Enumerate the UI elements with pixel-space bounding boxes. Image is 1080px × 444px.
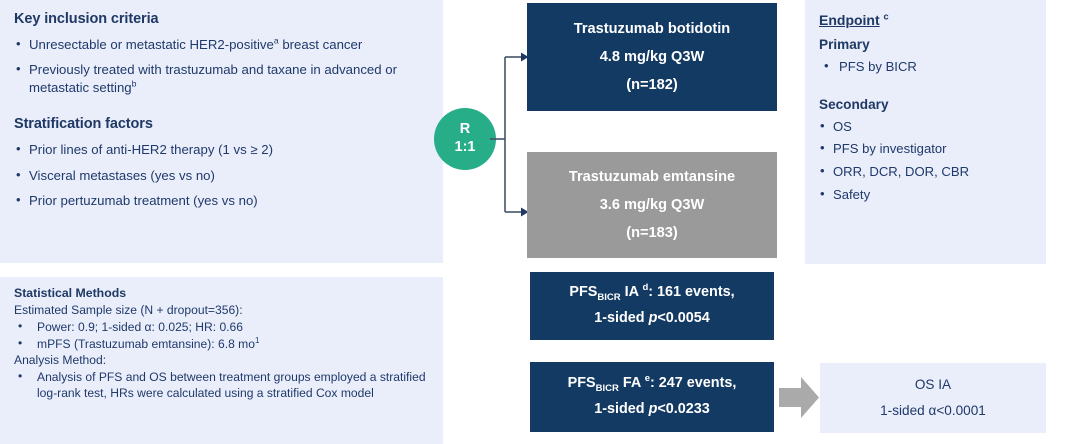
list-item: OS: [819, 118, 1034, 135]
arm-drug-name: Trastuzumab emtansine: [568, 168, 736, 185]
endpoint-heading: Endpoint c: [819, 11, 889, 28]
footnote-marker-a: a: [273, 35, 279, 46]
list-item: mPFS (Trastuzumab emtansine): 6.8 mo1: [12, 335, 431, 352]
list-item: Prior lines of anti-HER2 therapy (1 vs ≥…: [12, 140, 431, 158]
os-ia-value: 1-sided α<0.0001: [880, 403, 986, 418]
stats-analysis-method-line: Analysis Method:: [14, 352, 107, 367]
statistical-methods-panel: Statistical Methods Estimated Sample siz…: [0, 277, 443, 444]
pfs-ia-events-line: PFSBICR IA d: 161 events,: [569, 282, 735, 304]
randomization-connector-lines: [490, 52, 529, 217]
treatment-arm-experimental: Trastuzumab botidotin 4.8 mg/kg Q3W (n=1…: [527, 3, 777, 111]
secondary-endpoint-heading: Secondary: [819, 96, 889, 112]
pfs-bicr-interim-analysis-box: PFSBICR IA d: 161 events, 1-sided p<0.00…: [530, 272, 774, 340]
stats-sample-size-line: Estimated Sample size (N + dropout=356):: [14, 303, 243, 317]
randomization-ratio: 1:1: [454, 139, 476, 155]
pfs-fa-pvalue-line: 1-sided p<0.0233: [594, 401, 710, 417]
randomization-node: R 1:1: [434, 108, 496, 170]
list-item: Visceral metastases (yes vs no): [12, 166, 431, 184]
list-item: PFS by BICR: [819, 58, 1034, 75]
arm-dose: 4.8 mg/kg Q3W: [599, 48, 705, 65]
os-interim-analysis-box: OS IA 1-sided α<0.0001: [820, 363, 1046, 433]
os-ia-title: OS IA: [914, 376, 952, 392]
list-item: Analysis of PFS and OS between treatment…: [12, 369, 431, 401]
list-item: Prior pertuzumab treatment (yes vs no): [12, 191, 431, 209]
pfs-subscript-bicr: BICR: [597, 292, 621, 304]
footnote-marker-b: b: [131, 78, 137, 89]
footnote-marker-d: d: [642, 282, 649, 294]
pfs-ia-pvalue-line: 1-sided p<0.0054: [594, 310, 710, 326]
stats-heading: Statistical Methods: [14, 286, 127, 300]
arm-drug-name: Trastuzumab botidotin: [573, 20, 731, 37]
arm-dose: 3.6 mg/kg Q3W: [599, 196, 705, 213]
endpoints-panel: Endpoint c Primary PFS by BICR Secondary…: [805, 0, 1046, 264]
pfs-bicr-final-analysis-box: PFSBICR FA e: 247 events, 1-sided p<0.02…: [530, 362, 774, 432]
secondary-endpoint-list: OS PFS by investigator ORR, DCR, DOR, CB…: [819, 118, 1034, 203]
stats-analysis-list: Analysis of PFS and OS between treatment…: [12, 369, 431, 401]
list-item: Previously treated with trastuzumab and …: [12, 60, 431, 96]
reference-marker-1: 1: [254, 335, 260, 345]
primary-endpoint-list: PFS by BICR: [819, 58, 1034, 75]
stratification-list: Prior lines of anti-HER2 therapy (1 vs ≥…: [12, 140, 431, 209]
pfs-fa-events-line: PFSBICR FA e: 247 events,: [567, 373, 737, 395]
treatment-arm-control: Trastuzumab emtansine 3.6 mg/kg Q3W (n=1…: [527, 152, 777, 258]
arm-sample-size: (n=182): [626, 77, 678, 94]
list-item: PFS by investigator: [819, 140, 1034, 157]
list-item: Unresectable or metastatic HER2-positive…: [12, 35, 431, 53]
list-item: Safety: [819, 186, 1034, 203]
list-item: ORR, DCR, DOR, CBR: [819, 163, 1034, 180]
pfs-subscript-bicr: BICR: [595, 383, 619, 395]
criteria-heading: Key inclusion criteria: [14, 11, 159, 27]
footnote-marker-c: c: [883, 11, 889, 22]
stats-sample-list: Power: 0.9; 1-sided α: 0.025; HR: 0.66 m…: [12, 319, 431, 352]
right-arrow-icon: [779, 377, 819, 418]
key-inclusion-criteria-panel: Key inclusion criteria Unresectable or m…: [0, 0, 443, 263]
randomization-label: R: [459, 121, 471, 138]
primary-endpoint-heading: Primary: [819, 37, 870, 52]
stratification-heading: Stratification factors: [14, 116, 153, 133]
arm-sample-size: (n=183): [626, 225, 678, 242]
criteria-list: Unresectable or metastatic HER2-positive…: [12, 35, 431, 96]
list-item: Power: 0.9; 1-sided α: 0.025; HR: 0.66: [12, 319, 431, 335]
footnote-marker-e: e: [644, 373, 650, 385]
